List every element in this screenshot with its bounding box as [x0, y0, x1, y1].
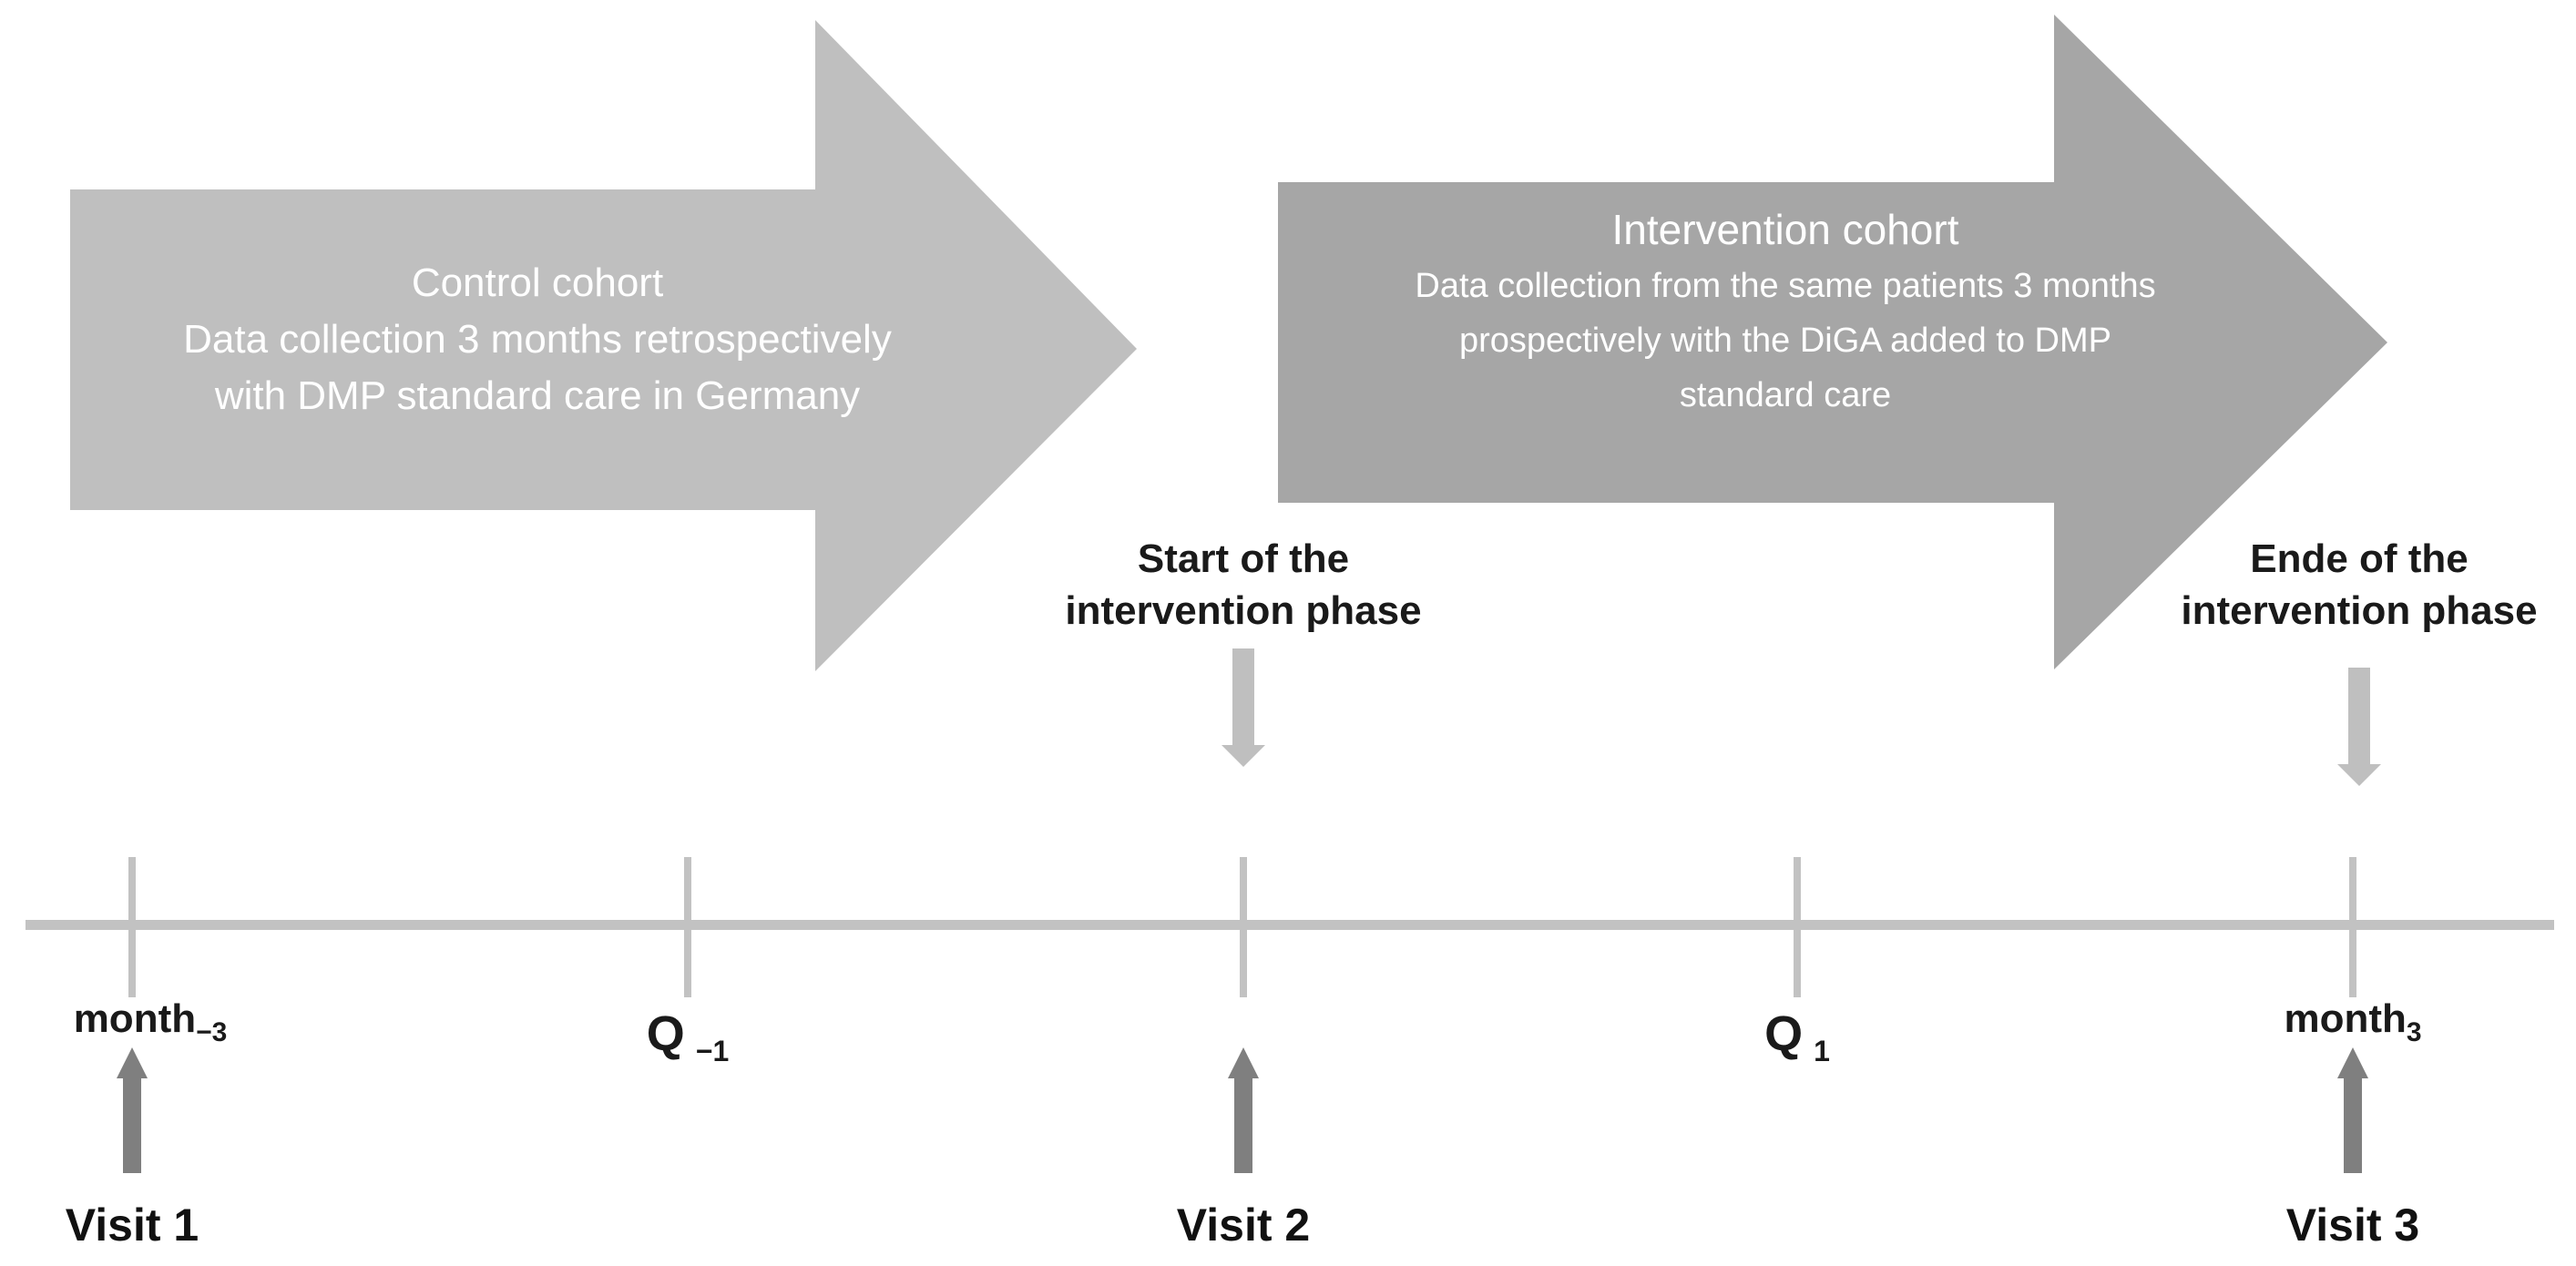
tick-label-month-minus-3-main: month	[73, 996, 197, 1041]
start-phase-label-line-1: Start of the	[1137, 536, 1350, 581]
tick-label-q-1-main: Q	[1764, 1006, 1804, 1061]
intervention-arrow-line-2: Data collection from the same patients 3…	[1415, 267, 2156, 305]
intervention-cohort-arrow-shape	[1278, 15, 2387, 669]
end-phase-label: Ende of the intervention phase	[2086, 533, 2576, 637]
visit-2-label: Visit 2	[1176, 1200, 1311, 1251]
timeline-tick-2	[684, 857, 691, 997]
intervention-arrow-title: Intervention cohort	[1611, 206, 1959, 253]
timeline-tick-5	[2349, 857, 2356, 997]
visit-1-label: Visit 1	[65, 1200, 199, 1251]
control-arrow-line-2: Data collection 3 months retrospectively	[183, 317, 892, 362]
control-cohort-arrow-shape	[70, 20, 1137, 671]
tick-label-q-1-sub: 1	[1814, 1034, 1830, 1067]
end-phase-label-line-2: intervention phase	[2181, 588, 2538, 633]
tick-label-month-minus-3-sub: −3	[196, 1016, 228, 1047]
timeline-axis	[26, 920, 2554, 930]
tick-label-month-minus-3: month−3	[14, 996, 287, 1046]
control-arrow-title: Control cohort	[411, 260, 664, 305]
visit-2-up-arrow-icon	[1228, 1047, 1259, 1173]
timeline-tick-1	[128, 857, 136, 997]
start-phase-down-arrow-icon	[1222, 648, 1265, 767]
end-phase-down-arrow-icon	[2337, 668, 2381, 786]
intervention-arrow-line-3: prospectively with the DiGA added to DMP	[1458, 322, 2111, 360]
intervention-arrow-line-4: standard care	[1679, 376, 1892, 414]
timeline-tick-3	[1240, 857, 1247, 997]
start-phase-label-line-2: intervention phase	[1065, 588, 1422, 633]
intervention-arrow-label: Intervention cohort Data collection from…	[1303, 182, 2268, 503]
control-arrow-line-3: with DMP standard care in Germany	[214, 373, 861, 418]
tick-label-month-3-sub: 3	[2406, 1016, 2422, 1047]
tick-label-month-3: month3	[2216, 996, 2489, 1046]
control-arrow-label: Control cohort Data collection 3 months …	[73, 189, 1002, 510]
tick-label-month-3-main: month	[2284, 996, 2407, 1041]
timeline-tick-4	[1794, 857, 1801, 997]
visit-3-label: Visit 3	[2285, 1200, 2420, 1251]
tick-label-q-minus-1: Q −1	[551, 1006, 824, 1066]
tick-label-q-minus-1-main: Q	[646, 1006, 685, 1061]
start-phase-label: Start of the intervention phase	[970, 533, 1517, 637]
tick-label-q-minus-1-sub: −1	[695, 1034, 730, 1067]
visit-1-up-arrow-icon	[117, 1047, 148, 1173]
end-phase-label-line-1: Ende of the	[2250, 536, 2469, 581]
visit-3-up-arrow-icon	[2337, 1047, 2368, 1173]
